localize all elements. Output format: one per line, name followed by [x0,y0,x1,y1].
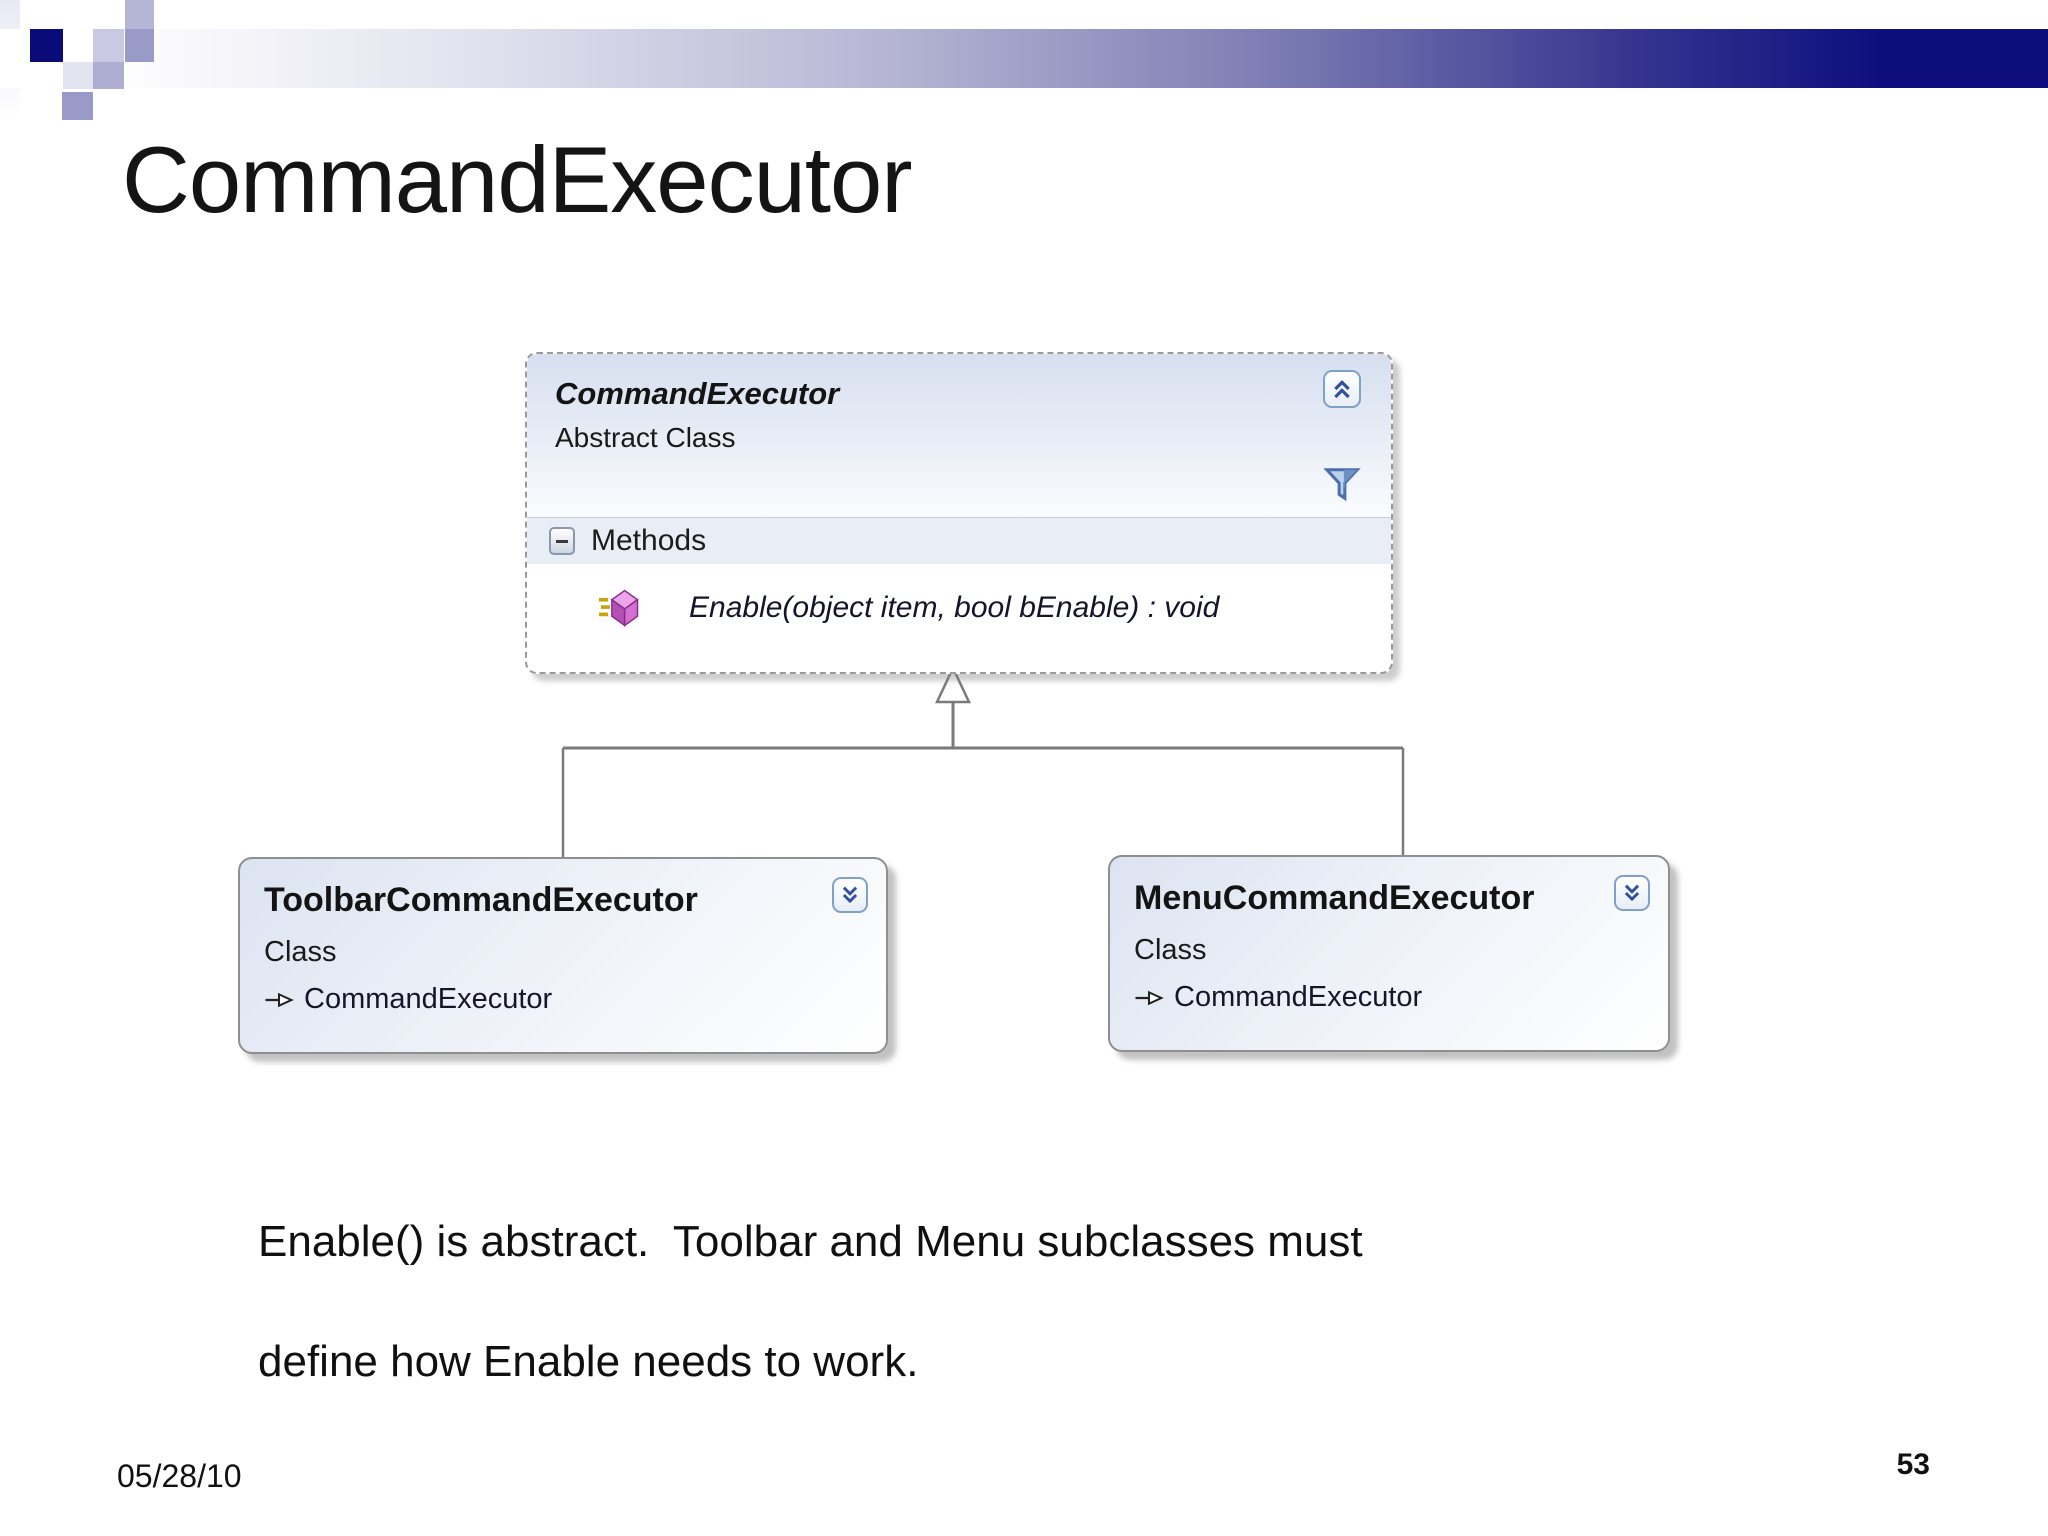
note-line-1: Enable() is abstract. Toolbar and Menu s… [258,1217,1363,1266]
filter-funnel-icon [1323,468,1361,502]
class-stereotype: Class [1134,934,1207,966]
pixel-square [125,0,154,29]
expand-button[interactable] [1614,875,1650,911]
inheritance-row: CommandExecutor [264,983,886,1016]
pixel-square [62,92,93,120]
inherits-label: CommandExecutor [304,983,553,1015]
class-name: CommandExecutor [555,376,840,411]
pixel-square [125,29,154,62]
method-cube-icon [599,589,639,627]
class-stereotype: Class [264,936,337,968]
footer-date: 05/28/10 [117,1458,242,1494]
class-box-commandexecutor[interactable]: CommandExecutor Abstract Class Methods [525,352,1393,674]
methods-section-header: Methods [527,518,1391,564]
methods-section-label: Methods [591,524,707,557]
method-signature: Enable(object item, bool bEnable) : void [689,591,1220,624]
pixel-square [93,29,124,62]
slide-title: CommandExecutor [122,127,913,232]
minus-box-icon[interactable] [549,527,575,555]
title-banner-bar [0,29,2048,88]
method-row[interactable]: Enable(object item, bool bEnable) : void [527,588,1391,628]
class-stereotype: Abstract Class [555,422,736,453]
chevron-double-up-icon [1334,380,1350,399]
slide-note: Enable() is abstract. Toolbar and Menu s… [258,1212,1363,1392]
note-line-2: define how Enable needs to work. [258,1337,919,1386]
inheritance-arrow-icon [265,992,294,1007]
chevron-double-down-icon [1624,884,1640,902]
page-number: 53 [1896,1448,1930,1481]
chevron-double-down-icon [842,886,858,904]
pixel-square [63,62,93,89]
class-name: MenuCommandExecutor [1134,879,1535,917]
pixel-square [93,62,124,89]
expand-button[interactable] [832,877,868,913]
inherits-label: CommandExecutor [1174,981,1423,1013]
inheritance-triangle [935,665,971,704]
class-box-menucommandexecutor[interactable]: MenuCommandExecutor Class CommandExecuto… [1108,855,1670,1052]
collapse-button[interactable] [1323,370,1361,408]
inheritance-row: CommandExecutor [1134,981,1668,1014]
filter-button[interactable] [1323,464,1361,504]
class-name: ToolbarCommandExecutor [264,881,698,919]
inheritance-arrow-icon [1135,990,1164,1005]
class-box-header: CommandExecutor Abstract Class [527,354,1391,518]
pixel-square [30,29,63,62]
class-box-toolbarcommandexecutor[interactable]: ToolbarCommandExecutor Class CommandExec… [238,857,888,1054]
